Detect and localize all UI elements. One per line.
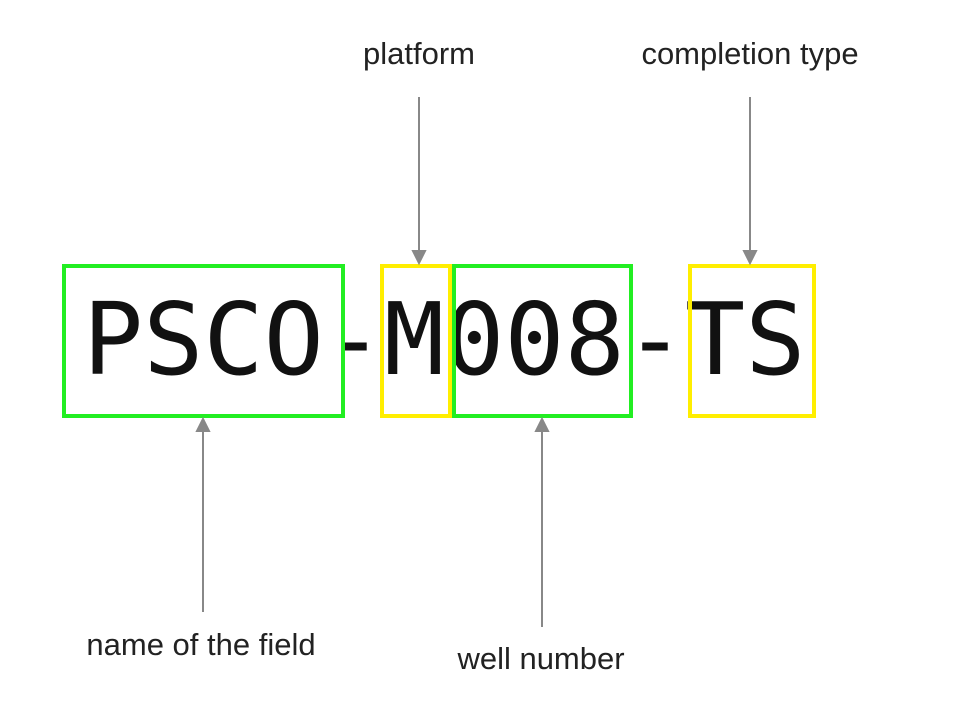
well-code: PSCO-M008-TS <box>83 281 806 398</box>
completion-type-box <box>688 264 816 418</box>
well-number-label: well number <box>457 641 625 676</box>
platform-arrowhead <box>411 250 427 266</box>
field-name-arrowhead <box>195 416 211 432</box>
field-name-label: name of the field <box>86 627 316 662</box>
field-name-box <box>62 264 345 418</box>
completion-type-arrowhead <box>742 250 758 266</box>
completion-type-label: completion type <box>641 36 859 71</box>
platform-label: platform <box>363 36 475 71</box>
well-number-box <box>452 264 633 418</box>
platform-box <box>380 264 452 418</box>
well-number-arrowhead <box>534 416 550 432</box>
